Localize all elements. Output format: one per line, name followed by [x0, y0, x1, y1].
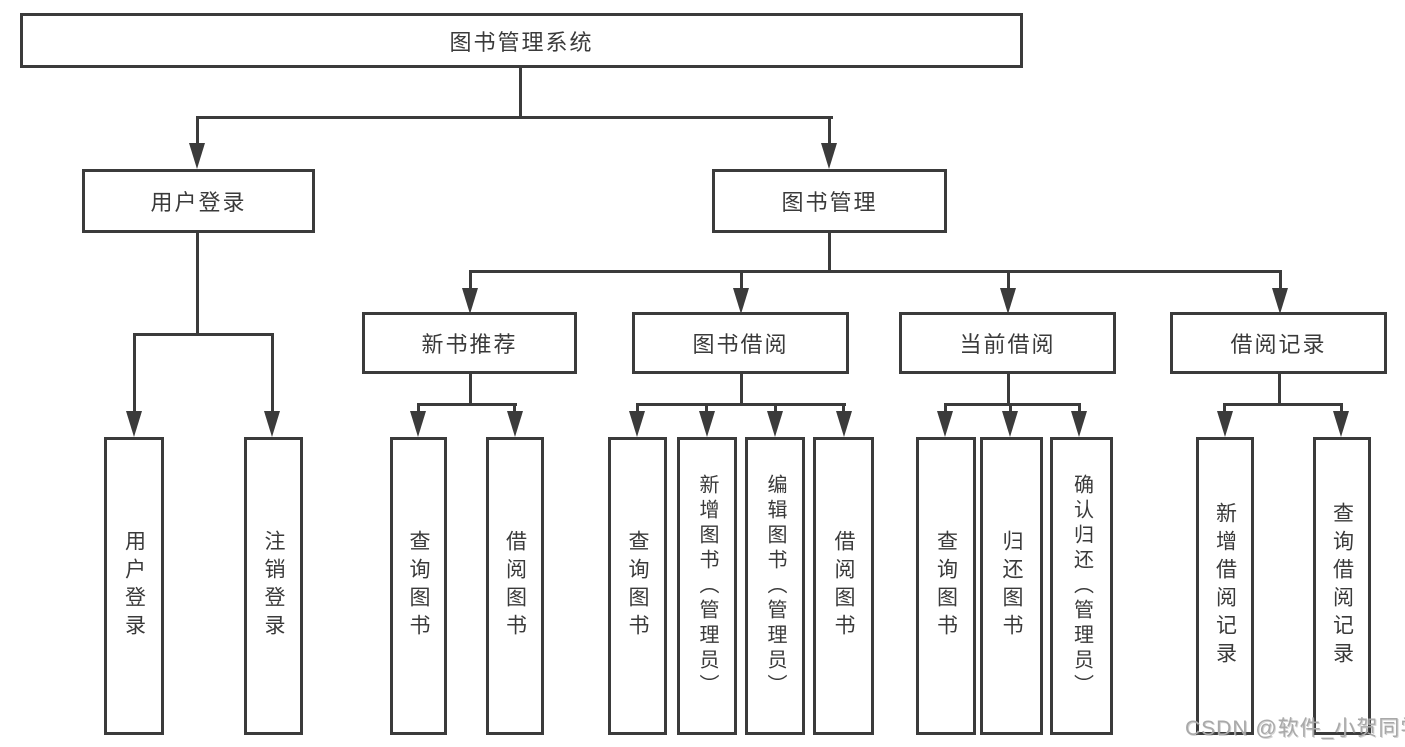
- connector-root-stem: [519, 68, 522, 118]
- connector-records-drop-2: [1340, 403, 1343, 413]
- watermark: CSDN @软件_小贺同学: [1185, 717, 1405, 740]
- arrow-down-icon: [126, 411, 142, 437]
- connector-borrow-drop-4: [842, 403, 845, 413]
- leaf-borrow-edit-books-admin: 编辑图书（管理员）: [745, 437, 805, 735]
- connector-book-management-stem: [828, 233, 831, 272]
- connector-user-login-rail: [133, 333, 274, 336]
- connector-current-drop-1: [944, 403, 947, 413]
- arrow-down-icon: [733, 288, 749, 314]
- connector-root-rail: [196, 116, 833, 119]
- connector-root-drop-left: [196, 116, 199, 144]
- node-user-login: 用户登录: [82, 169, 315, 233]
- connector-records-drop-1: [1223, 403, 1226, 413]
- node-current-borrow: 当前借阅: [899, 312, 1116, 374]
- arrow-down-icon: [699, 411, 715, 437]
- arrow-down-icon: [1071, 411, 1087, 437]
- connector-user-login-drop-2: [271, 333, 274, 413]
- connector-root-drop-right: [828, 116, 831, 144]
- arrow-down-icon: [410, 411, 426, 437]
- connector-borrow-stem: [740, 374, 743, 405]
- arrow-down-icon: [264, 411, 280, 437]
- connector-recommend-rail: [417, 403, 517, 406]
- leaf-current-confirm-return-admin: 确认归还（管理员）: [1050, 437, 1113, 735]
- connector-current-stem: [1007, 374, 1010, 405]
- connector-recommend-stem: [469, 374, 472, 405]
- connector-book-management-drop-2: [740, 270, 743, 290]
- leaf-recommend-borrow-books: 借阅图书: [486, 437, 544, 735]
- leaf-current-return-books: 归还图书: [980, 437, 1043, 735]
- connector-borrow-drop-3: [774, 403, 777, 413]
- arrow-down-icon: [836, 411, 852, 437]
- connector-book-management-drop-4: [1279, 270, 1282, 290]
- connector-borrow-rail: [636, 403, 846, 406]
- connector-current-rail: [944, 403, 1081, 406]
- connector-book-management-drop-1: [469, 270, 472, 290]
- leaf-borrow-add-books-admin: 新增图书（管理员）: [677, 437, 737, 735]
- connector-recommend-drop-1: [417, 403, 420, 413]
- arrow-down-icon: [462, 288, 478, 314]
- arrow-down-icon: [821, 143, 837, 169]
- connector-borrow-drop-1: [636, 403, 639, 413]
- connector-borrow-drop-2: [705, 403, 708, 413]
- connector-current-drop-2: [1009, 403, 1012, 413]
- leaf-records-query-record: 查询借阅记录: [1313, 437, 1371, 735]
- node-new-book-recommend: 新书推荐: [362, 312, 577, 374]
- leaf-logout: 注销登录: [244, 437, 303, 735]
- node-book-borrow: 图书借阅: [632, 312, 849, 374]
- connector-recommend-drop-2: [513, 403, 516, 413]
- leaf-user-login: 用户登录: [104, 437, 164, 735]
- arrow-down-icon: [1333, 411, 1349, 437]
- connector-user-login-stem: [196, 233, 199, 335]
- arrow-down-icon: [767, 411, 783, 437]
- connector-user-login-drop-1: [133, 333, 136, 413]
- connector-book-management-rail: [469, 270, 1281, 273]
- arrow-down-icon: [629, 411, 645, 437]
- arrow-down-icon: [1272, 288, 1288, 314]
- connector-current-drop-3: [1078, 403, 1081, 413]
- connector-book-management-drop-3: [1007, 270, 1010, 290]
- arrow-down-icon: [507, 411, 523, 437]
- leaf-recommend-query-books: 查询图书: [390, 437, 447, 735]
- node-borrow-records: 借阅记录: [1170, 312, 1387, 374]
- leaf-borrow-borrow-books: 借阅图书: [813, 437, 874, 735]
- arrow-down-icon: [189, 143, 205, 169]
- arrow-down-icon: [1217, 411, 1233, 437]
- leaf-records-add-record: 新增借阅记录: [1196, 437, 1254, 735]
- leaf-borrow-query-books: 查询图书: [608, 437, 667, 735]
- connector-records-rail: [1223, 403, 1343, 406]
- node-book-management: 图书管理: [712, 169, 947, 233]
- connector-records-stem: [1278, 374, 1281, 405]
- arrow-down-icon: [937, 411, 953, 437]
- node-root: 图书管理系统: [20, 13, 1023, 68]
- arrow-down-icon: [1002, 411, 1018, 437]
- arrow-down-icon: [1000, 288, 1016, 314]
- leaf-current-query-books: 查询图书: [916, 437, 976, 735]
